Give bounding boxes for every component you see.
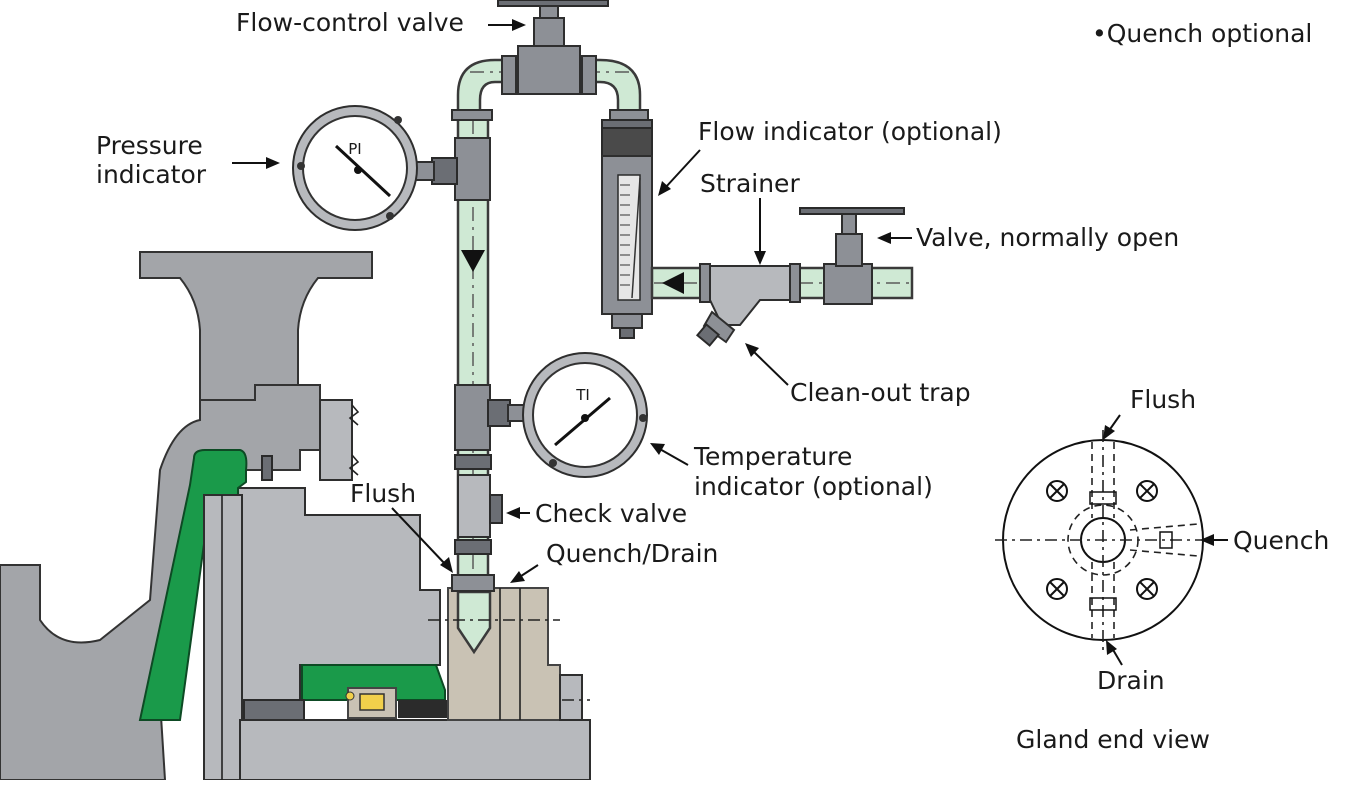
label-valve-normally-open: Valve, normally open <box>916 223 1179 252</box>
label-gland-end-view: Gland end view <box>1016 725 1210 754</box>
label-flow-indicator: Flow indicator (optional) <box>698 117 1002 146</box>
label-gland-flush: Flush <box>1130 385 1196 414</box>
label-check-valve: Check valve <box>535 499 687 528</box>
leader-lines <box>232 19 1228 666</box>
label-gland-drain: Drain <box>1097 666 1165 695</box>
label-flush: Flush <box>350 479 416 508</box>
label-pressure-indicator-2: indicator <box>96 160 207 189</box>
label-clean-out-trap: Clean-out trap <box>790 378 971 407</box>
gland-end-view <box>995 430 1212 650</box>
temperature-gauge-label: TI <box>575 386 590 404</box>
supply-pipe <box>650 207 914 347</box>
pressure-gauge: PI <box>292 105 418 231</box>
label-strainer: Strainer <box>700 169 800 198</box>
label-quench-optional: •Quench optional <box>1092 19 1312 48</box>
pump-casing <box>0 251 591 781</box>
label-pressure-indicator-1: Pressure <box>96 131 203 160</box>
pressure-gauge-label: PI <box>348 140 361 158</box>
flow-indicator <box>601 119 653 339</box>
label-flow-control-valve: Flow-control valve <box>236 8 464 37</box>
label-quench-drain: Quench/Drain <box>546 539 718 568</box>
label-temperature-indicator-1: Temperature <box>693 442 852 471</box>
temperature-gauge: TI <box>522 352 648 478</box>
bolt-holes <box>1046 480 1158 600</box>
flush-piping <box>409 55 649 592</box>
label-gland-quench: Quench <box>1233 526 1329 555</box>
label-temperature-indicator-2: indicator (optional) <box>694 472 933 501</box>
flow-control-valve[interactable] <box>497 0 609 95</box>
